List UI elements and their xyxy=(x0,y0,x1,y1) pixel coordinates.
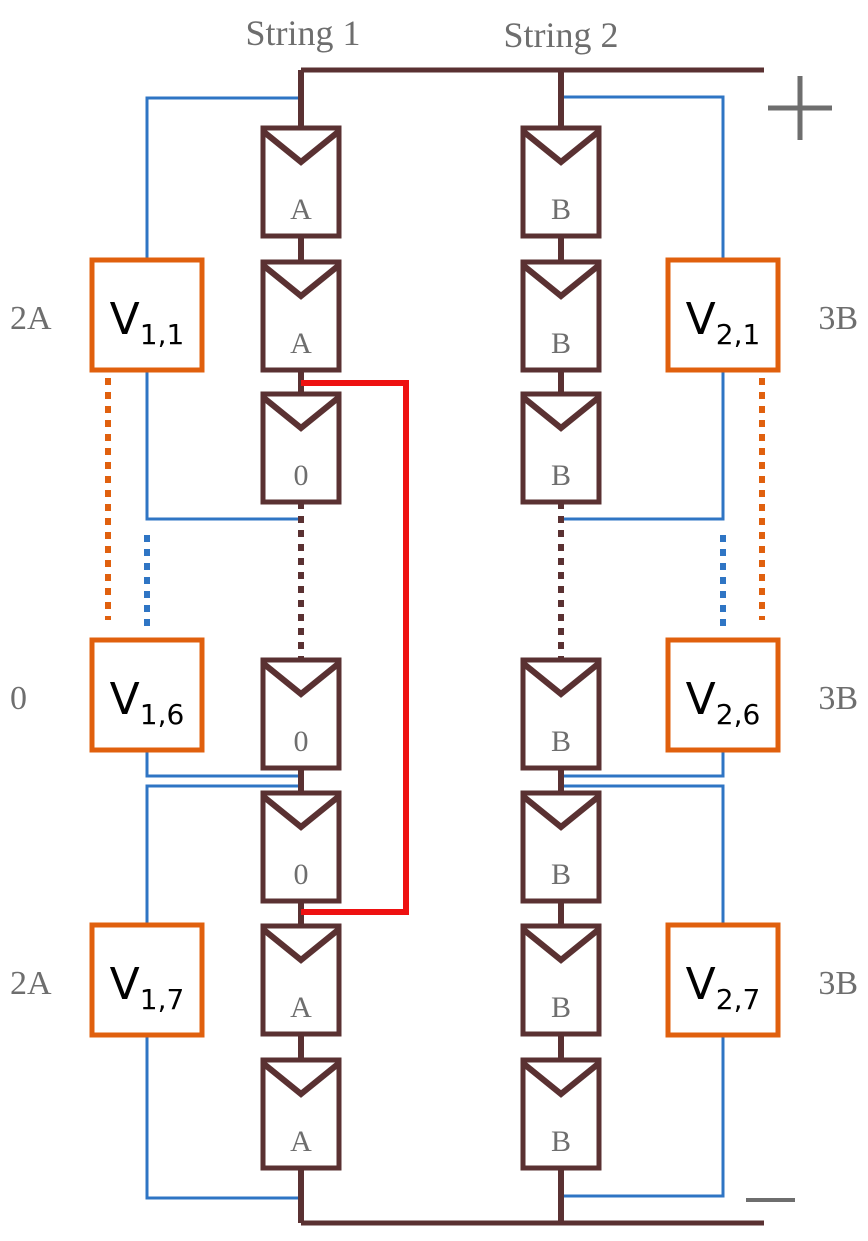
wire-v21-bottom xyxy=(561,370,725,521)
meter-index: 2,1 xyxy=(716,318,761,351)
measurement-wires xyxy=(105,95,765,1200)
module-label: A xyxy=(290,1125,312,1158)
module-label: B xyxy=(551,991,571,1024)
svg-text:V2,7: V2,7 xyxy=(686,959,761,1016)
voltmeter-1-6: V1,6 0 xyxy=(10,637,205,753)
string-2-module-1: B xyxy=(520,125,602,239)
string-1-module-5: 0 xyxy=(260,790,342,904)
module-label: B xyxy=(551,327,571,360)
wire-v16-bottom xyxy=(145,750,301,778)
string-2-module-4: B xyxy=(520,657,602,771)
svg-text:V2,1: V2,1 xyxy=(686,294,761,351)
meter-symbol: V xyxy=(110,959,140,1010)
meter-index: 2,7 xyxy=(716,983,761,1016)
string-1-module-7: A xyxy=(260,1057,342,1171)
string-1-module-6: A xyxy=(260,923,342,1037)
svg-text:V2,6: V2,6 xyxy=(686,674,761,731)
meter-index: 1,7 xyxy=(140,983,185,1016)
busbars xyxy=(301,67,764,1226)
meter-symbol: V xyxy=(110,674,140,725)
wire-v17-top xyxy=(145,784,301,925)
wire-v26-bottom xyxy=(561,750,725,778)
module-label: B xyxy=(551,459,571,492)
wire-v21-top xyxy=(561,95,725,260)
meter-reading: 3B xyxy=(818,300,858,337)
voltmeter-1-7: V1,7 2A xyxy=(10,922,205,1038)
wire-v11-bottom xyxy=(145,370,301,521)
module-label: B xyxy=(551,193,571,226)
string-1-module-3: 0 xyxy=(260,391,342,505)
string-2-module-7: B xyxy=(520,1057,602,1171)
string-1-module-1: A xyxy=(260,125,342,239)
meter-symbol: V xyxy=(686,294,716,345)
short-circuit-wire xyxy=(301,380,409,915)
module-label: 0 xyxy=(294,459,309,492)
string-2-module-6: B xyxy=(520,923,602,1037)
meter-reading: 3B xyxy=(818,680,858,717)
meter-index: 2,6 xyxy=(716,698,761,731)
string-2-title: String 2 xyxy=(503,15,618,55)
meter-reading: 0 xyxy=(10,680,27,717)
module-label: A xyxy=(290,991,312,1024)
wire-v17-bottom xyxy=(145,1035,301,1200)
wire-v27-bottom xyxy=(561,1033,725,1198)
wire-v27-top xyxy=(561,784,725,923)
module-label: A xyxy=(290,193,312,226)
wire-v11-top xyxy=(145,96,301,260)
svg-text:V1,1: V1,1 xyxy=(110,294,185,351)
voltmeter-2-7: V2,7 3B xyxy=(665,922,858,1038)
voltmeter-2-6: V2,6 3B xyxy=(665,637,858,753)
meter-reading: 3B xyxy=(818,965,858,1002)
module-label: B xyxy=(551,858,571,891)
meter-symbol: V xyxy=(686,674,716,725)
voltmeter-2-1: V2,1 3B xyxy=(665,257,858,373)
module-label: 0 xyxy=(294,725,309,758)
string-2: B B B B B B B xyxy=(520,70,602,1223)
voltmeter-1-1: V1,1 2A xyxy=(10,257,205,373)
meter-reading: 2A xyxy=(10,300,52,337)
string-2-module-5: B xyxy=(520,790,602,904)
module-label: 0 xyxy=(294,858,309,891)
string-2-module-3: B xyxy=(520,391,602,505)
positive-terminal xyxy=(768,76,832,140)
string-1-title: String 1 xyxy=(245,13,360,53)
module-label: B xyxy=(551,1125,571,1158)
string-1-module-4: 0 xyxy=(260,657,342,771)
module-label: B xyxy=(551,725,571,758)
module-label: A xyxy=(290,327,312,360)
string-2-module-2: B xyxy=(520,259,602,373)
meter-index: 1,1 xyxy=(140,318,185,351)
meter-symbol: V xyxy=(686,959,716,1010)
meter-symbol: V xyxy=(110,294,140,345)
string-1-module-2: A xyxy=(260,259,342,373)
svg-text:V1,6: V1,6 xyxy=(110,674,185,731)
meter-reading: 2A xyxy=(10,965,52,1002)
svg-text:V1,7: V1,7 xyxy=(110,959,185,1016)
short-circuit-fault xyxy=(301,380,409,915)
meter-index: 1,6 xyxy=(140,698,185,731)
